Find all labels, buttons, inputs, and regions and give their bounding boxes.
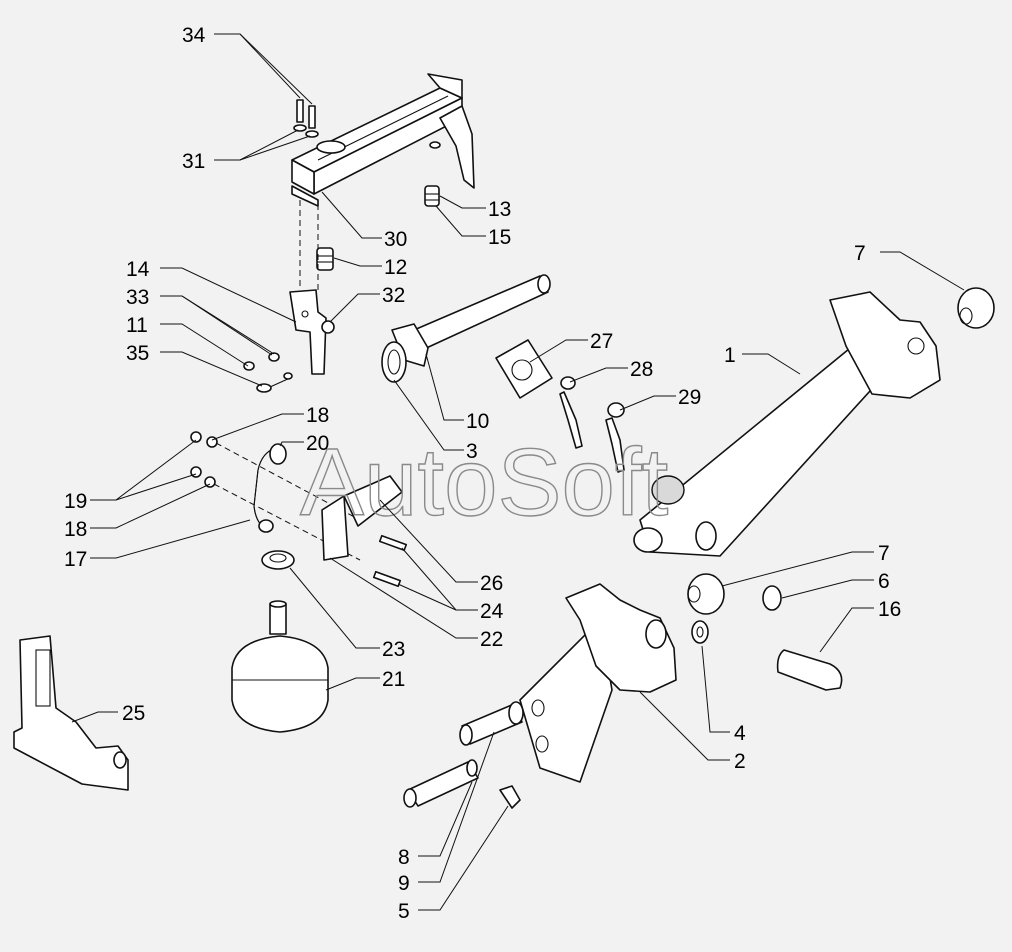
part-frame-30 xyxy=(291,73,475,207)
callout-32: 32 xyxy=(382,284,405,307)
part-washer-4 xyxy=(691,620,709,644)
callout-14: 14 xyxy=(126,258,150,281)
callout-34: 34 xyxy=(182,24,206,47)
callout-22: 22 xyxy=(480,628,503,651)
callout-12: 12 xyxy=(384,256,407,279)
part-hose-17-20 xyxy=(253,443,287,533)
callout-33: 33 xyxy=(126,286,149,309)
callout-9: 9 xyxy=(398,872,410,895)
part-roller-7-bottom xyxy=(687,573,725,615)
callout-11: 11 xyxy=(126,314,148,337)
part-nut-6 xyxy=(762,585,782,611)
watermark-text: AutoSoft xyxy=(300,429,668,536)
part-lever-29 xyxy=(605,402,625,473)
callout-16: 16 xyxy=(878,598,901,621)
callout-8: 8 xyxy=(398,846,410,869)
part-washers-33-11 xyxy=(243,352,280,371)
callout-17: 17 xyxy=(64,548,87,571)
callout-2: 2 xyxy=(734,750,746,773)
callout-4: 4 xyxy=(734,722,746,745)
callout-19: 19 xyxy=(64,490,87,513)
callout-20: 20 xyxy=(306,432,329,455)
part-roller-7-top xyxy=(957,287,995,329)
part-bushing-13-15 xyxy=(424,185,440,207)
callout-27: 27 xyxy=(590,330,613,353)
part-bush-9 xyxy=(459,701,524,746)
part-pins-24-22 xyxy=(372,534,408,588)
callout-labels: 34 31 13 15 30 12 14 33 32 11 35 27 28 2… xyxy=(64,24,901,923)
callout-5: 5 xyxy=(398,900,410,923)
part-nut-23 xyxy=(261,550,295,570)
callout-26: 26 xyxy=(480,572,503,595)
callout-21: 21 xyxy=(382,668,405,691)
part-ring-3 xyxy=(381,341,407,383)
part-bracket-25 xyxy=(13,635,129,791)
leader-lines xyxy=(71,33,965,911)
callout-6: 6 xyxy=(878,570,890,593)
part-screw-35 xyxy=(256,372,293,393)
callout-25: 25 xyxy=(122,702,145,725)
part-arm-2 xyxy=(519,583,677,783)
callout-18-bottom: 18 xyxy=(64,518,87,541)
callout-10: 10 xyxy=(466,410,489,433)
callout-23: 23 xyxy=(382,638,405,661)
callout-18-top: 18 xyxy=(306,404,329,427)
part-clip-5 xyxy=(499,785,521,809)
callout-7-top: 7 xyxy=(854,242,866,265)
callout-31: 31 xyxy=(182,150,205,173)
part-cap-16 xyxy=(776,649,843,691)
callout-35: 35 xyxy=(126,342,149,365)
callout-15: 15 xyxy=(488,226,511,249)
part-pin-8 xyxy=(403,759,479,808)
callout-24: 24 xyxy=(480,600,504,623)
part-shaft-10 xyxy=(391,274,551,367)
part-nut-32 xyxy=(321,320,335,334)
callout-29: 29 xyxy=(678,386,701,409)
callout-3: 3 xyxy=(466,440,478,463)
part-plate-27 xyxy=(495,339,553,399)
callout-7-bottom: 7 xyxy=(878,542,890,565)
callout-30: 30 xyxy=(384,228,407,251)
part-bracket-14 xyxy=(289,289,327,375)
part-bolts-34 xyxy=(293,99,319,138)
part-bushing-12 xyxy=(316,247,334,271)
part-lever-28 xyxy=(559,376,583,449)
callout-28: 28 xyxy=(630,358,653,381)
callout-1: 1 xyxy=(724,344,736,367)
part-bracket-26 xyxy=(321,475,403,561)
part-accumulator-21 xyxy=(231,600,329,733)
part-arm-1 xyxy=(633,291,941,557)
callout-13: 13 xyxy=(488,198,511,221)
